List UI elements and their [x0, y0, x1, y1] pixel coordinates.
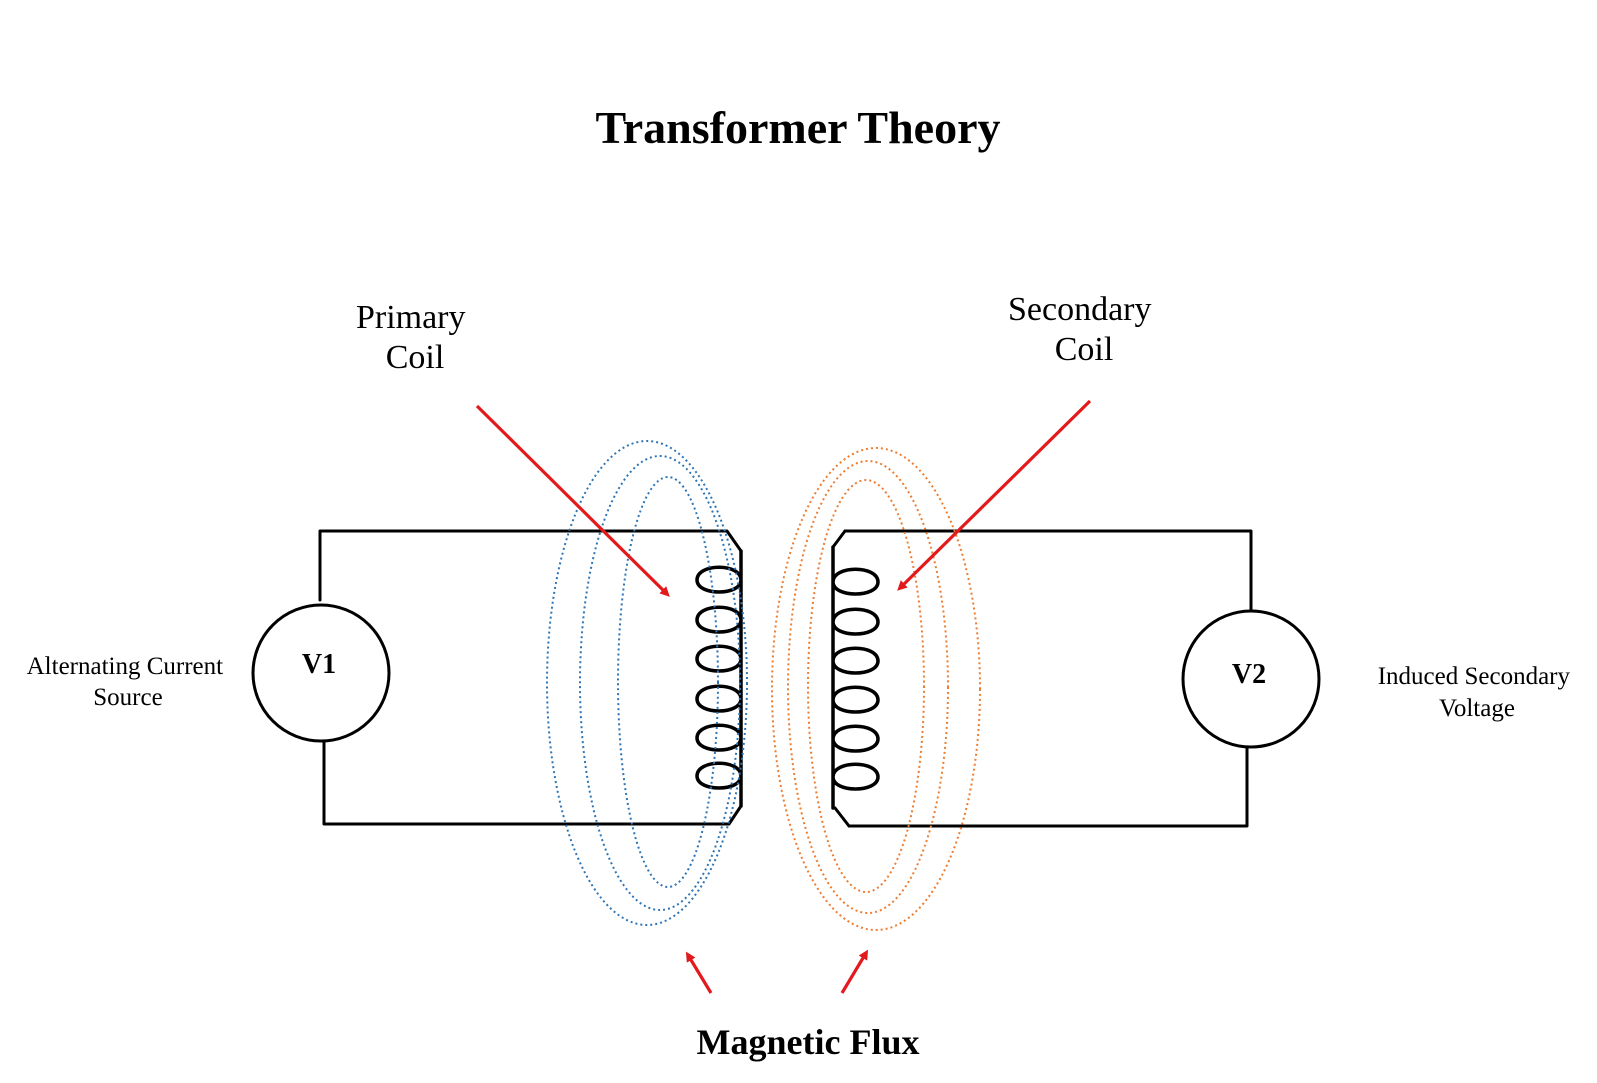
diagram-title: Transformer Theory — [596, 102, 1001, 153]
secondary-lead-bottom — [833, 806, 851, 828]
annotation-arrows — [475, 399, 1092, 994]
secondary-flux-line-outer — [771, 447, 981, 931]
secondary-coil-label-line2: Coil — [1055, 331, 1114, 368]
secondary-flux-arrow — [840, 949, 869, 994]
primary-wire-bottom — [322, 739, 743, 826]
primary-flux-line-outer — [546, 440, 748, 926]
source-label-line2: Source — [93, 684, 162, 711]
induced-voltage-label: Induced Secondary Voltage — [1378, 663, 1577, 722]
induced-voltage-label-line2: Voltage — [1439, 695, 1515, 722]
source-label-line1: Alternating Current — [27, 653, 224, 680]
primary-coil — [695, 549, 743, 808]
secondary-magnetic-flux — [771, 447, 981, 931]
v2-meter-label: V2 — [1232, 659, 1266, 690]
secondary-coil-label: Secondary Coil — [1008, 291, 1160, 368]
secondary-coil-label-line1: Secondary — [1008, 291, 1152, 328]
primary-coil-label-line1: Primary — [356, 299, 466, 336]
v1-meter-label: V1 — [302, 649, 336, 680]
primary-wire-top — [318, 529, 743, 602]
secondary-flux-line-middle — [787, 460, 949, 914]
v1-meter — [251, 603, 391, 743]
primary-magnetic-flux — [546, 440, 748, 926]
source-label: Alternating Current Source — [27, 653, 230, 711]
secondary-coil — [831, 545, 880, 810]
secondary-flux-line-inner — [807, 479, 925, 893]
primary-flux-arrow — [685, 951, 713, 994]
secondary-wire-bottom — [847, 743, 1249, 828]
primary-coil-arrow — [475, 404, 670, 597]
secondary-lead-top — [831, 529, 847, 549]
magnetic-flux-label: Magnetic Flux — [697, 1022, 920, 1062]
primary-coil-label-line2: Coil — [386, 339, 445, 376]
secondary-circuit: V2 — [831, 529, 1321, 828]
primary-flux-line-inner — [617, 476, 719, 888]
secondary-wire-top — [843, 529, 1253, 615]
primary-circuit: V1 — [251, 529, 743, 826]
v2-meter — [1181, 609, 1321, 749]
secondary-coil-arrow — [897, 399, 1092, 591]
primary-flux-line-middle — [579, 455, 741, 911]
induced-voltage-label-line1: Induced Secondary — [1378, 663, 1571, 690]
primary-coil-label: Primary Coil — [356, 299, 474, 376]
